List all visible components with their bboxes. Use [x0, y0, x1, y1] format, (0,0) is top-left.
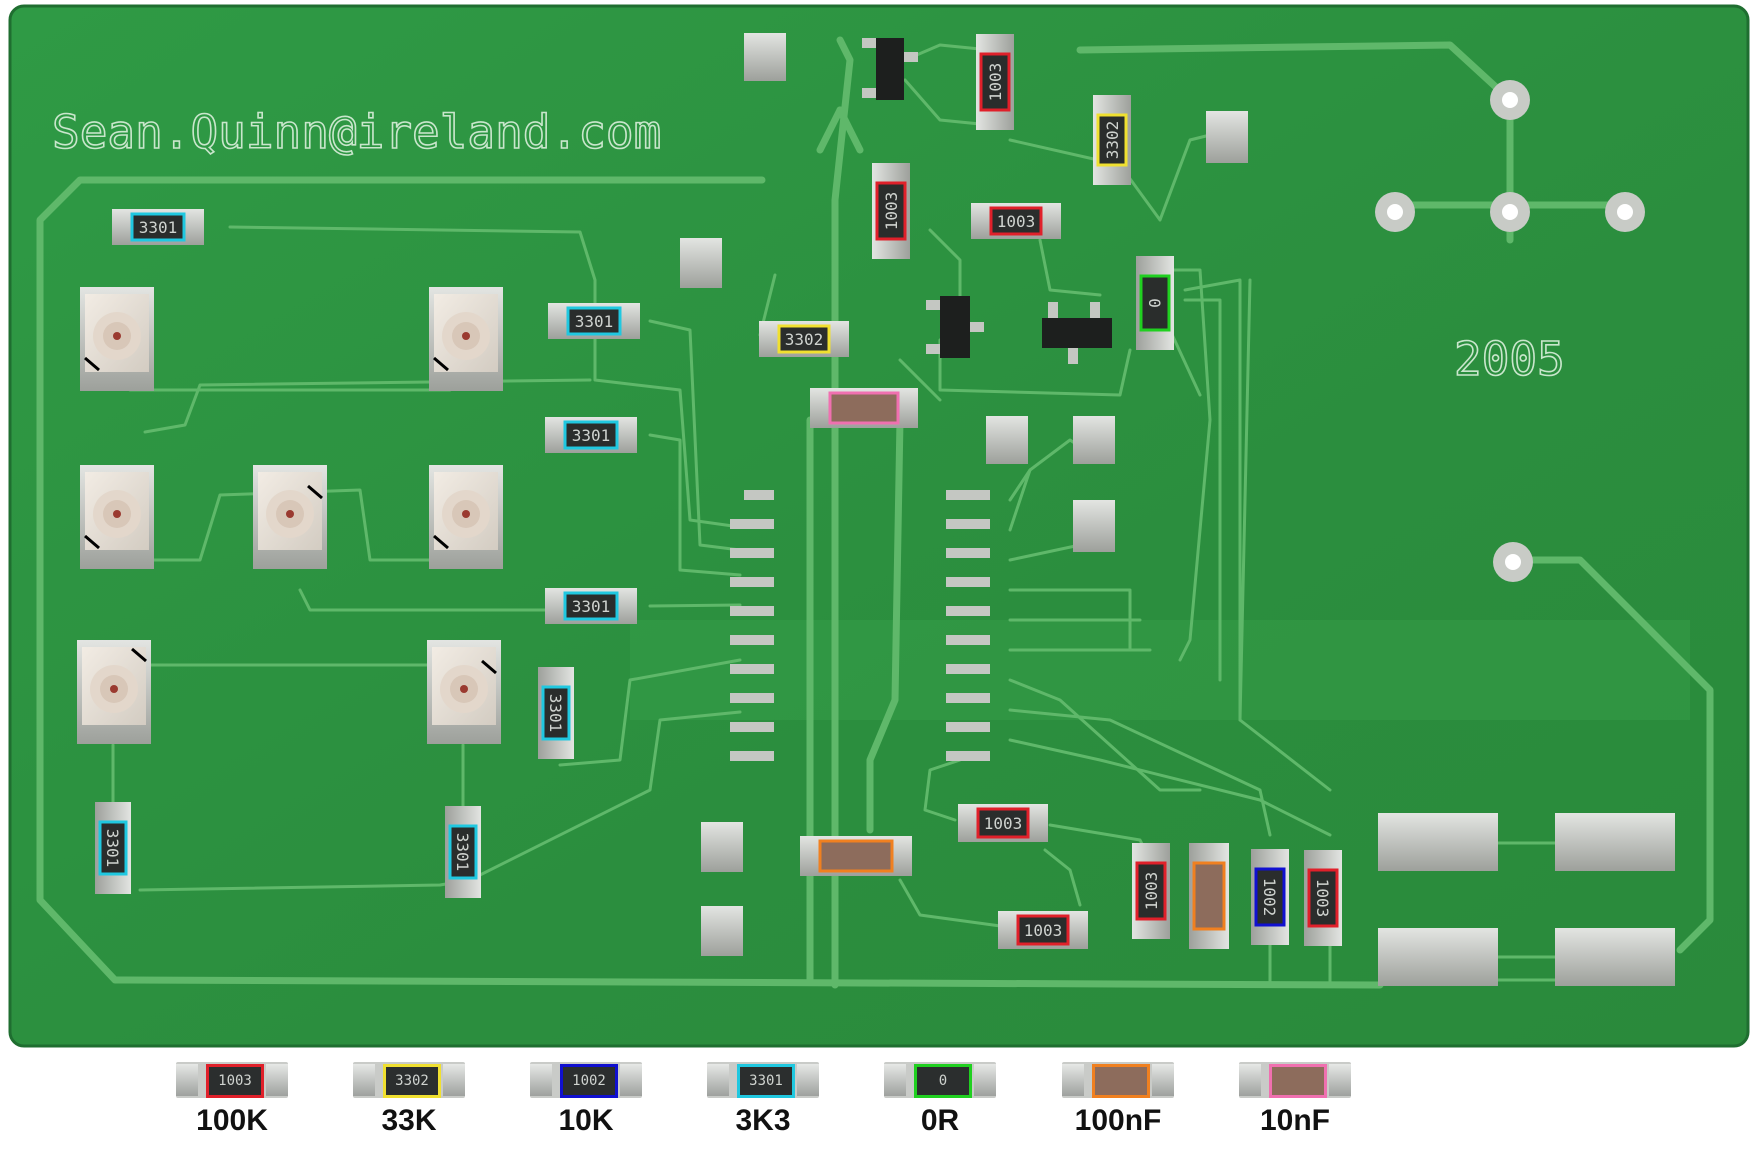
resistor-33k: 3302 — [1093, 95, 1131, 185]
legend-chip: 1003 — [176, 1062, 288, 1098]
resistor-10k: 1002 — [1251, 849, 1289, 945]
led — [80, 465, 154, 569]
legend-chip: 3302 — [353, 1062, 465, 1098]
resistor-100k: 1003 — [1132, 843, 1170, 939]
legend-item-3k3: 3301 3K3 — [703, 1062, 823, 1138]
legend-label: 100K — [196, 1104, 268, 1137]
component-code: 3301 — [139, 218, 178, 237]
resistor-3k3: 3301 — [538, 667, 574, 759]
pcb-substrate — [10, 6, 1748, 1046]
led-group — [77, 287, 503, 744]
component-code: 3302 — [785, 330, 824, 349]
capacitor-100nf — [800, 836, 912, 876]
component-code: 3301 — [575, 312, 614, 331]
legend-label: 10K — [558, 1104, 614, 1137]
component-code: 3301 — [103, 829, 122, 868]
resistor-100k: 1003 — [976, 34, 1014, 130]
led — [253, 465, 327, 569]
capacitor-100nf — [1189, 843, 1229, 949]
legend-label: 10nF — [1259, 1104, 1331, 1137]
resistor-3k3: 3301 — [545, 417, 637, 453]
component-code: 1003 — [986, 63, 1005, 102]
resistor-33k: 3302 — [759, 321, 849, 357]
legend-chip: 3301 — [707, 1062, 819, 1098]
smd-components: 3301 3301 3301 3301 3301 3301 3301 3302 3302 1003… — [95, 34, 1342, 949]
led — [427, 640, 501, 744]
led — [80, 287, 154, 391]
component-code: 3301 — [453, 833, 472, 872]
legend-item-10nf: 10nF — [1235, 1062, 1355, 1138]
resistor-100k: 1003 — [998, 911, 1088, 949]
test-pads — [680, 33, 1675, 986]
legend-chip-code — [1092, 1064, 1150, 1098]
legend-chip-code: 3302 — [383, 1064, 441, 1098]
capacitor-10nf — [810, 388, 918, 428]
legend-chip-code: 1003 — [206, 1064, 264, 1098]
component-code: 0 — [1145, 298, 1164, 308]
legend-chip: 1002 — [530, 1062, 642, 1098]
legend-label: 100nF — [1074, 1104, 1162, 1137]
resistor-0r: 0 — [1136, 256, 1174, 350]
resistor-100k: 1003 — [1304, 850, 1342, 946]
component-code: 3301 — [572, 597, 611, 616]
legend-chip — [1239, 1062, 1351, 1098]
legend-label: 33K — [381, 1104, 437, 1137]
resistor-100k: 1003 — [958, 804, 1048, 842]
resistor-3k3: 3301 — [112, 209, 204, 245]
traces — [36, 36, 1714, 989]
resistor-3k3: 3301 — [445, 806, 481, 898]
component-code: 3301 — [546, 694, 565, 733]
legend-chip: 0 — [884, 1062, 996, 1098]
legend-chip-code — [1269, 1064, 1327, 1098]
resistor-3k3: 3301 — [545, 588, 637, 624]
legend-chip-code: 0 — [914, 1064, 972, 1098]
legend-label: 0R — [920, 1104, 960, 1137]
legend-chip — [1062, 1062, 1174, 1098]
component-code: 1003 — [984, 814, 1023, 833]
component-code: 3301 — [572, 426, 611, 445]
led — [77, 640, 151, 744]
component-code: 1003 — [1142, 872, 1161, 911]
legend-chip-code: 1002 — [560, 1064, 618, 1098]
component-code: 1003 — [1024, 921, 1063, 940]
silkscreen-year: 2005 — [1454, 332, 1565, 386]
resistor-100k: 1003 — [872, 163, 910, 259]
component-code: 3302 — [1103, 121, 1122, 160]
legend-item-100nf: 100nF — [1058, 1062, 1178, 1138]
resistor-100k: 1003 — [971, 203, 1061, 239]
component-code: 1003 — [997, 212, 1036, 231]
legend-chip-code: 3301 — [737, 1064, 795, 1098]
legend-label: 3K3 — [735, 1104, 791, 1137]
ic-footprint — [730, 490, 990, 761]
resistor-3k3: 3301 — [95, 802, 131, 894]
transistors — [862, 38, 1112, 364]
silkscreen-email: Sean.Quinn@ireland.com — [52, 105, 661, 159]
component-code: 1003 — [1313, 879, 1332, 918]
legend-item-100k: 1003 100K — [172, 1062, 292, 1138]
legend-item-10k: 1002 10K — [526, 1062, 646, 1138]
component-code: 1003 — [882, 192, 901, 231]
component-code: 1002 — [1260, 878, 1279, 917]
through-hole-pads — [1375, 80, 1645, 582]
legend-item-33k: 3302 33K — [349, 1062, 469, 1138]
resistor-3k3: 3301 — [548, 303, 640, 339]
led — [429, 465, 503, 569]
led — [429, 287, 503, 391]
